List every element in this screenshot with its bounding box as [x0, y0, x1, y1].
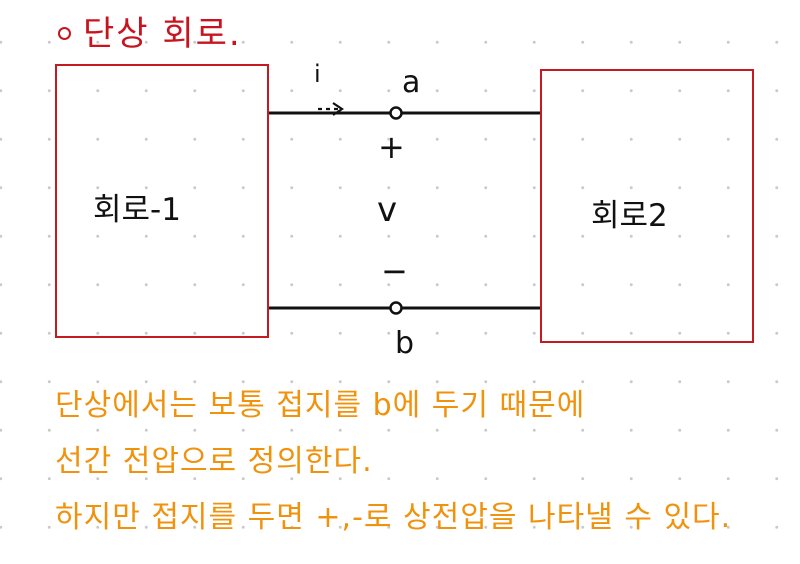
circuit-label-1: 회로-1	[93, 192, 181, 228]
circuit-box-2	[540, 69, 754, 343]
terminal-a-node	[389, 106, 403, 120]
bullet-icon	[58, 27, 71, 40]
note-line-1: 단상에서는 보통 접지를 b에 두기 때문에	[55, 388, 586, 423]
terminal-a-label: a	[402, 65, 421, 100]
voltage-label: v	[377, 190, 398, 230]
note-line-2: 선간 전압으로 정의한다.	[55, 444, 373, 479]
heading: 단상 회로.	[58, 6, 242, 55]
note-line-3: 하지만 접지를 두면 +,-로 상전압을 나타낼 수 있다.	[55, 500, 732, 535]
current-label: i	[314, 60, 321, 88]
current-arrowhead	[332, 102, 344, 116]
circuit-box-1	[55, 64, 269, 338]
circuit-label-2: 회로2	[591, 198, 668, 234]
minus-sign: −	[381, 252, 408, 290]
terminal-b-label: b	[395, 326, 415, 361]
heading-title: 단상 회로.	[83, 14, 242, 54]
plus-sign: +	[378, 128, 405, 166]
terminal-b-node	[389, 301, 403, 315]
